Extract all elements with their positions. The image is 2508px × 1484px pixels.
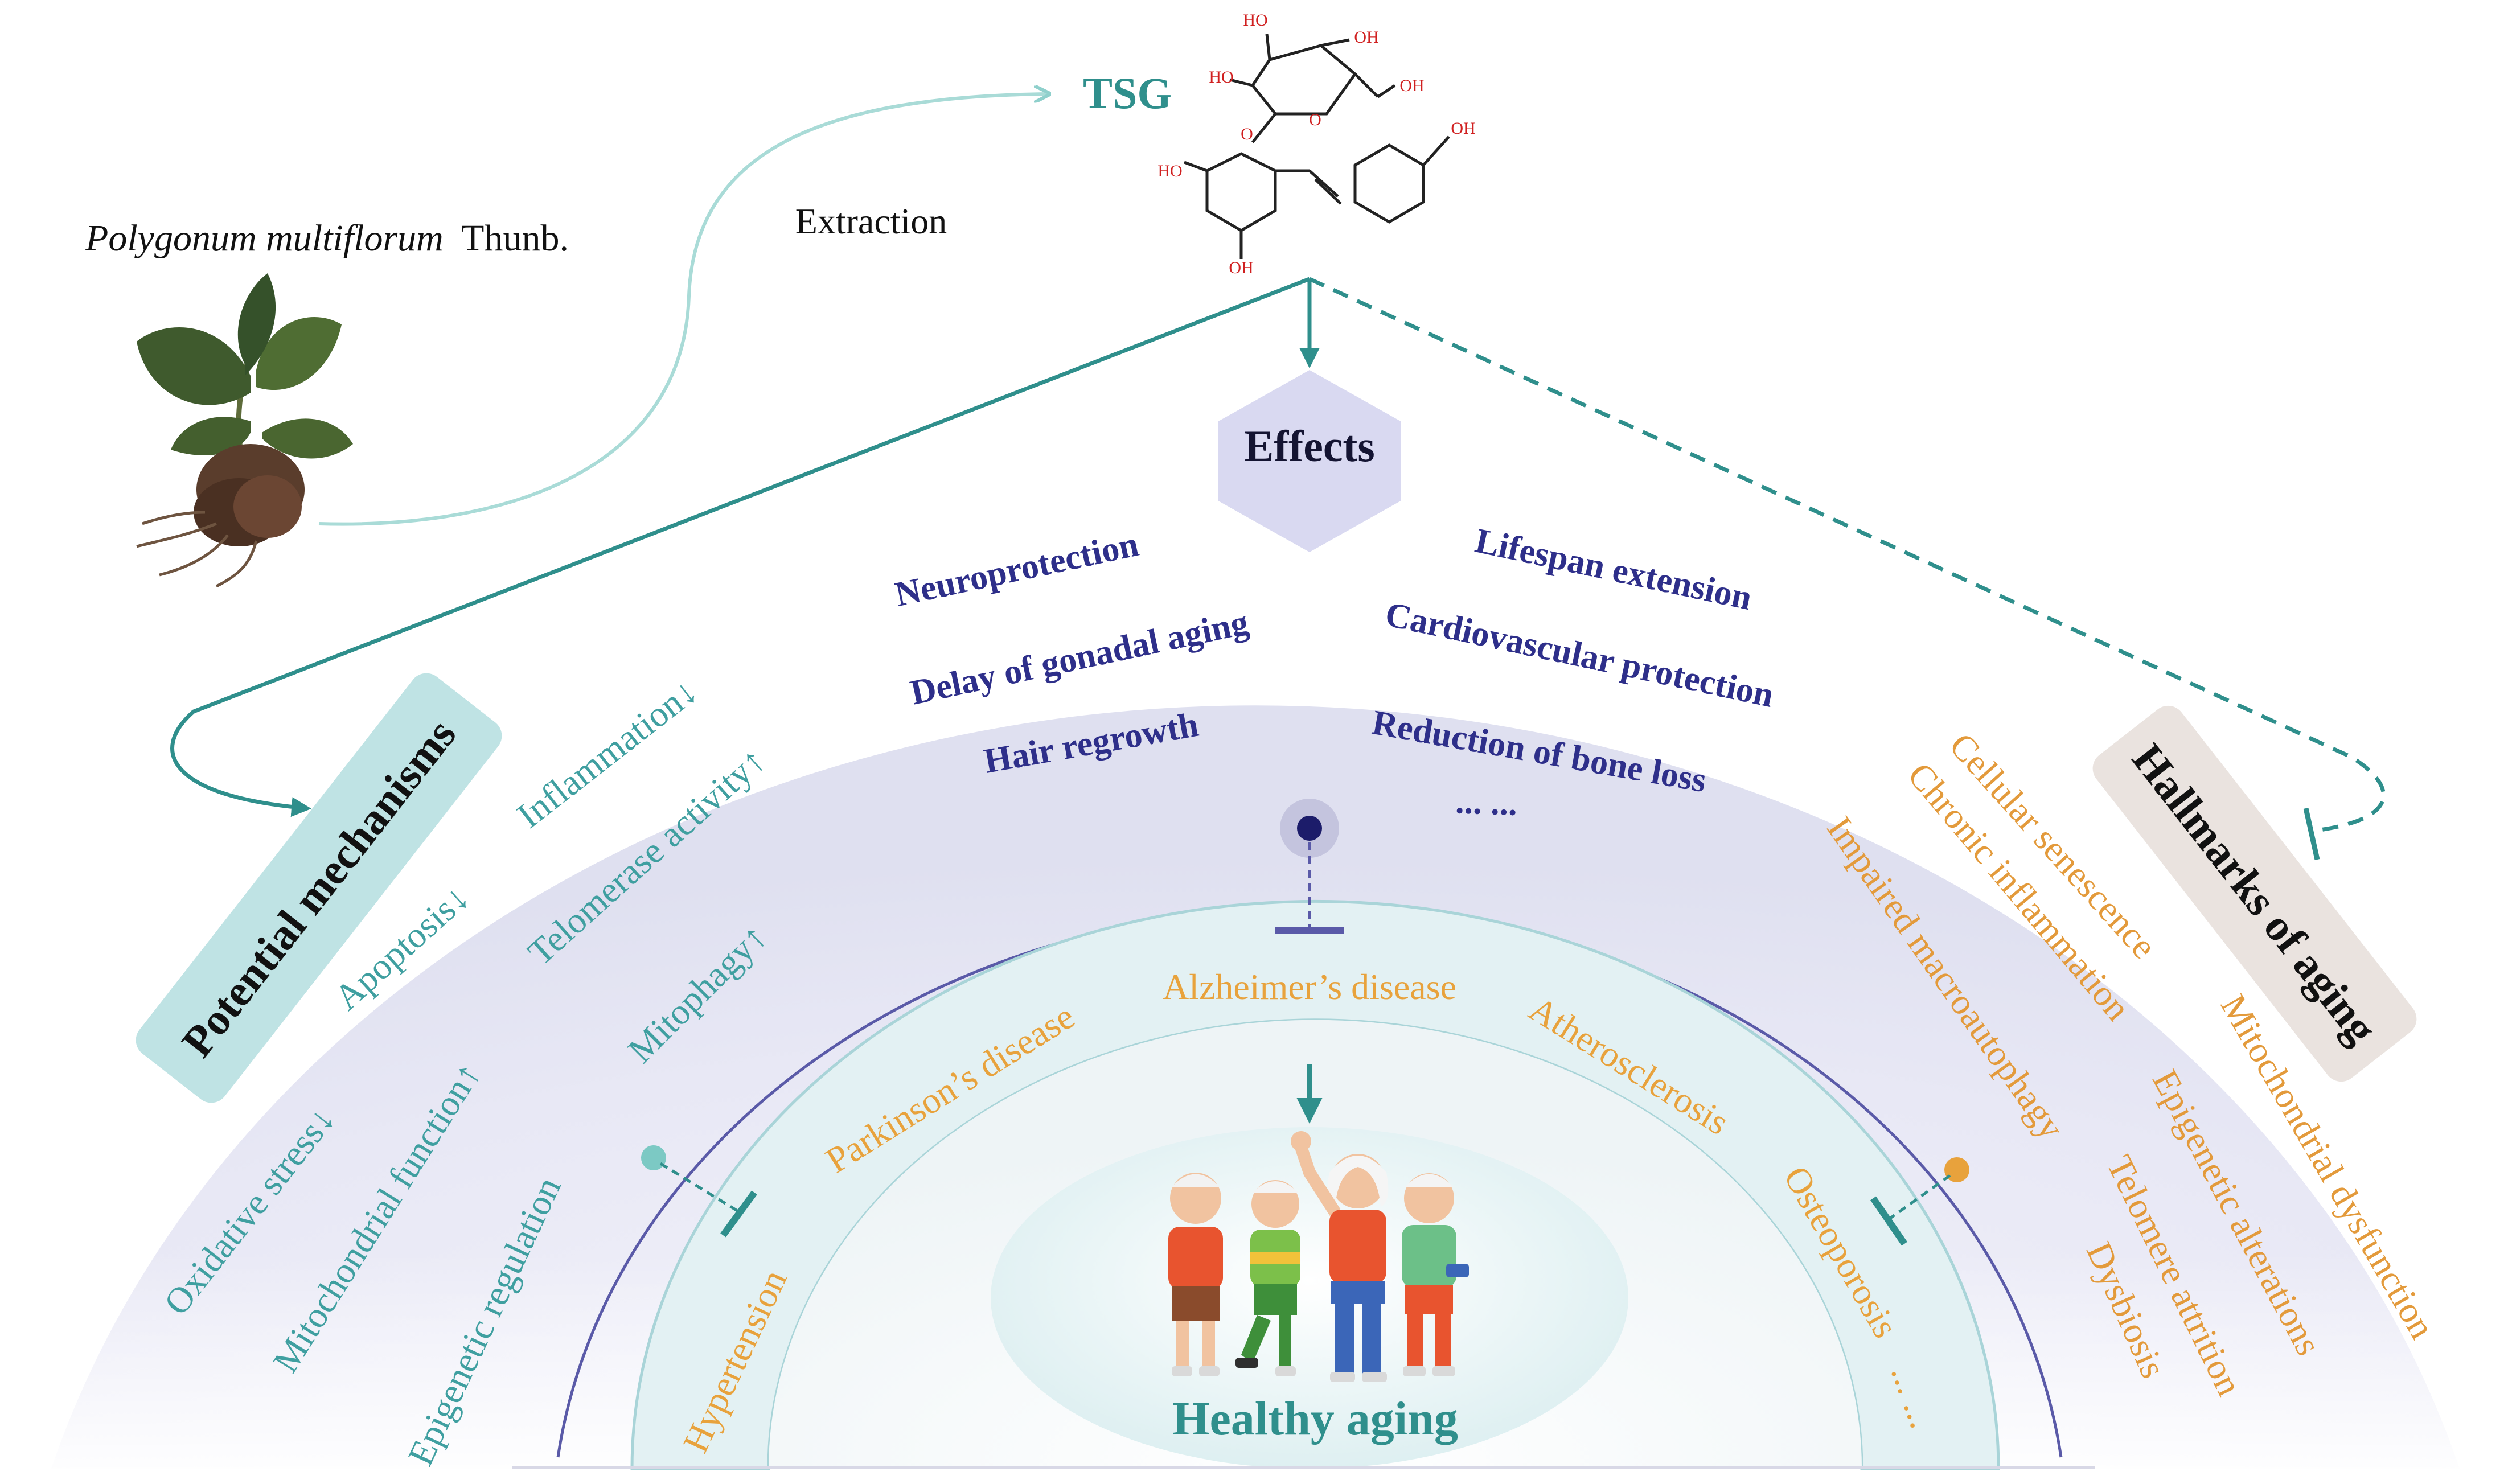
healthy-oval xyxy=(991,1127,1628,1469)
disease-item: Alzheimer’s disease xyxy=(1163,967,1456,1007)
svg-text:OH: OH xyxy=(1354,28,1378,47)
svg-text:HO: HO xyxy=(1243,11,1267,30)
extraction-label: Extraction xyxy=(795,201,947,241)
right-inhibit-bar xyxy=(1870,1196,1907,1246)
right-node xyxy=(1944,1157,1969,1182)
effect-item: ... ... xyxy=(1455,782,1518,823)
effect-item: Lifespan extension xyxy=(1472,521,1755,618)
effects-hexagon xyxy=(1218,370,1401,552)
svg-text:O: O xyxy=(1309,110,1321,129)
effect-item: Neuroprotection xyxy=(892,525,1142,614)
effects-title: Effects xyxy=(1244,421,1375,471)
compound-name: TSG xyxy=(1083,68,1172,118)
left-inhibit-line xyxy=(659,1162,741,1214)
top-node xyxy=(1297,816,1322,841)
svg-text:HO: HO xyxy=(1209,68,1233,87)
chemical-atom-labels: HO OH OH HO O O HO OH OH xyxy=(1157,11,1475,277)
species-name: Polygonum multiflorum xyxy=(85,217,444,259)
elderly-people-group xyxy=(1168,1131,1469,1382)
svg-text:OH: OH xyxy=(1451,119,1475,138)
outcome-title: Healthy aging xyxy=(1172,1392,1458,1445)
species-author: Thunb. xyxy=(461,217,569,259)
hallmarks-inhibit xyxy=(1308,277,2386,833)
person-2 xyxy=(1235,1180,1300,1376)
effect-item: Cardiovascular protection xyxy=(1382,595,1777,715)
chemical-structure xyxy=(1184,34,1450,259)
person-3 xyxy=(1291,1131,1389,1382)
person-4 xyxy=(1402,1173,1469,1376)
left-inhibit-bar xyxy=(720,1190,757,1238)
effect-item: Delay of gonadal aging xyxy=(907,603,1251,712)
mechanisms-arrow xyxy=(170,277,1311,817)
svg-text:OH: OH xyxy=(1229,258,1253,277)
person-1 xyxy=(1168,1173,1223,1376)
species-label: Polygonum multiflorum Thunb. xyxy=(85,217,569,259)
right-inhibit-line xyxy=(1889,1174,1951,1220)
extraction-arrow xyxy=(318,94,1048,526)
connector-lines xyxy=(170,277,2386,860)
svg-text:OH: OH xyxy=(1399,76,1424,95)
left-node xyxy=(641,1145,666,1170)
svg-text:HO: HO xyxy=(1157,162,1182,180)
svg-text:O: O xyxy=(1241,125,1253,143)
plant-root-illustration xyxy=(136,273,353,588)
